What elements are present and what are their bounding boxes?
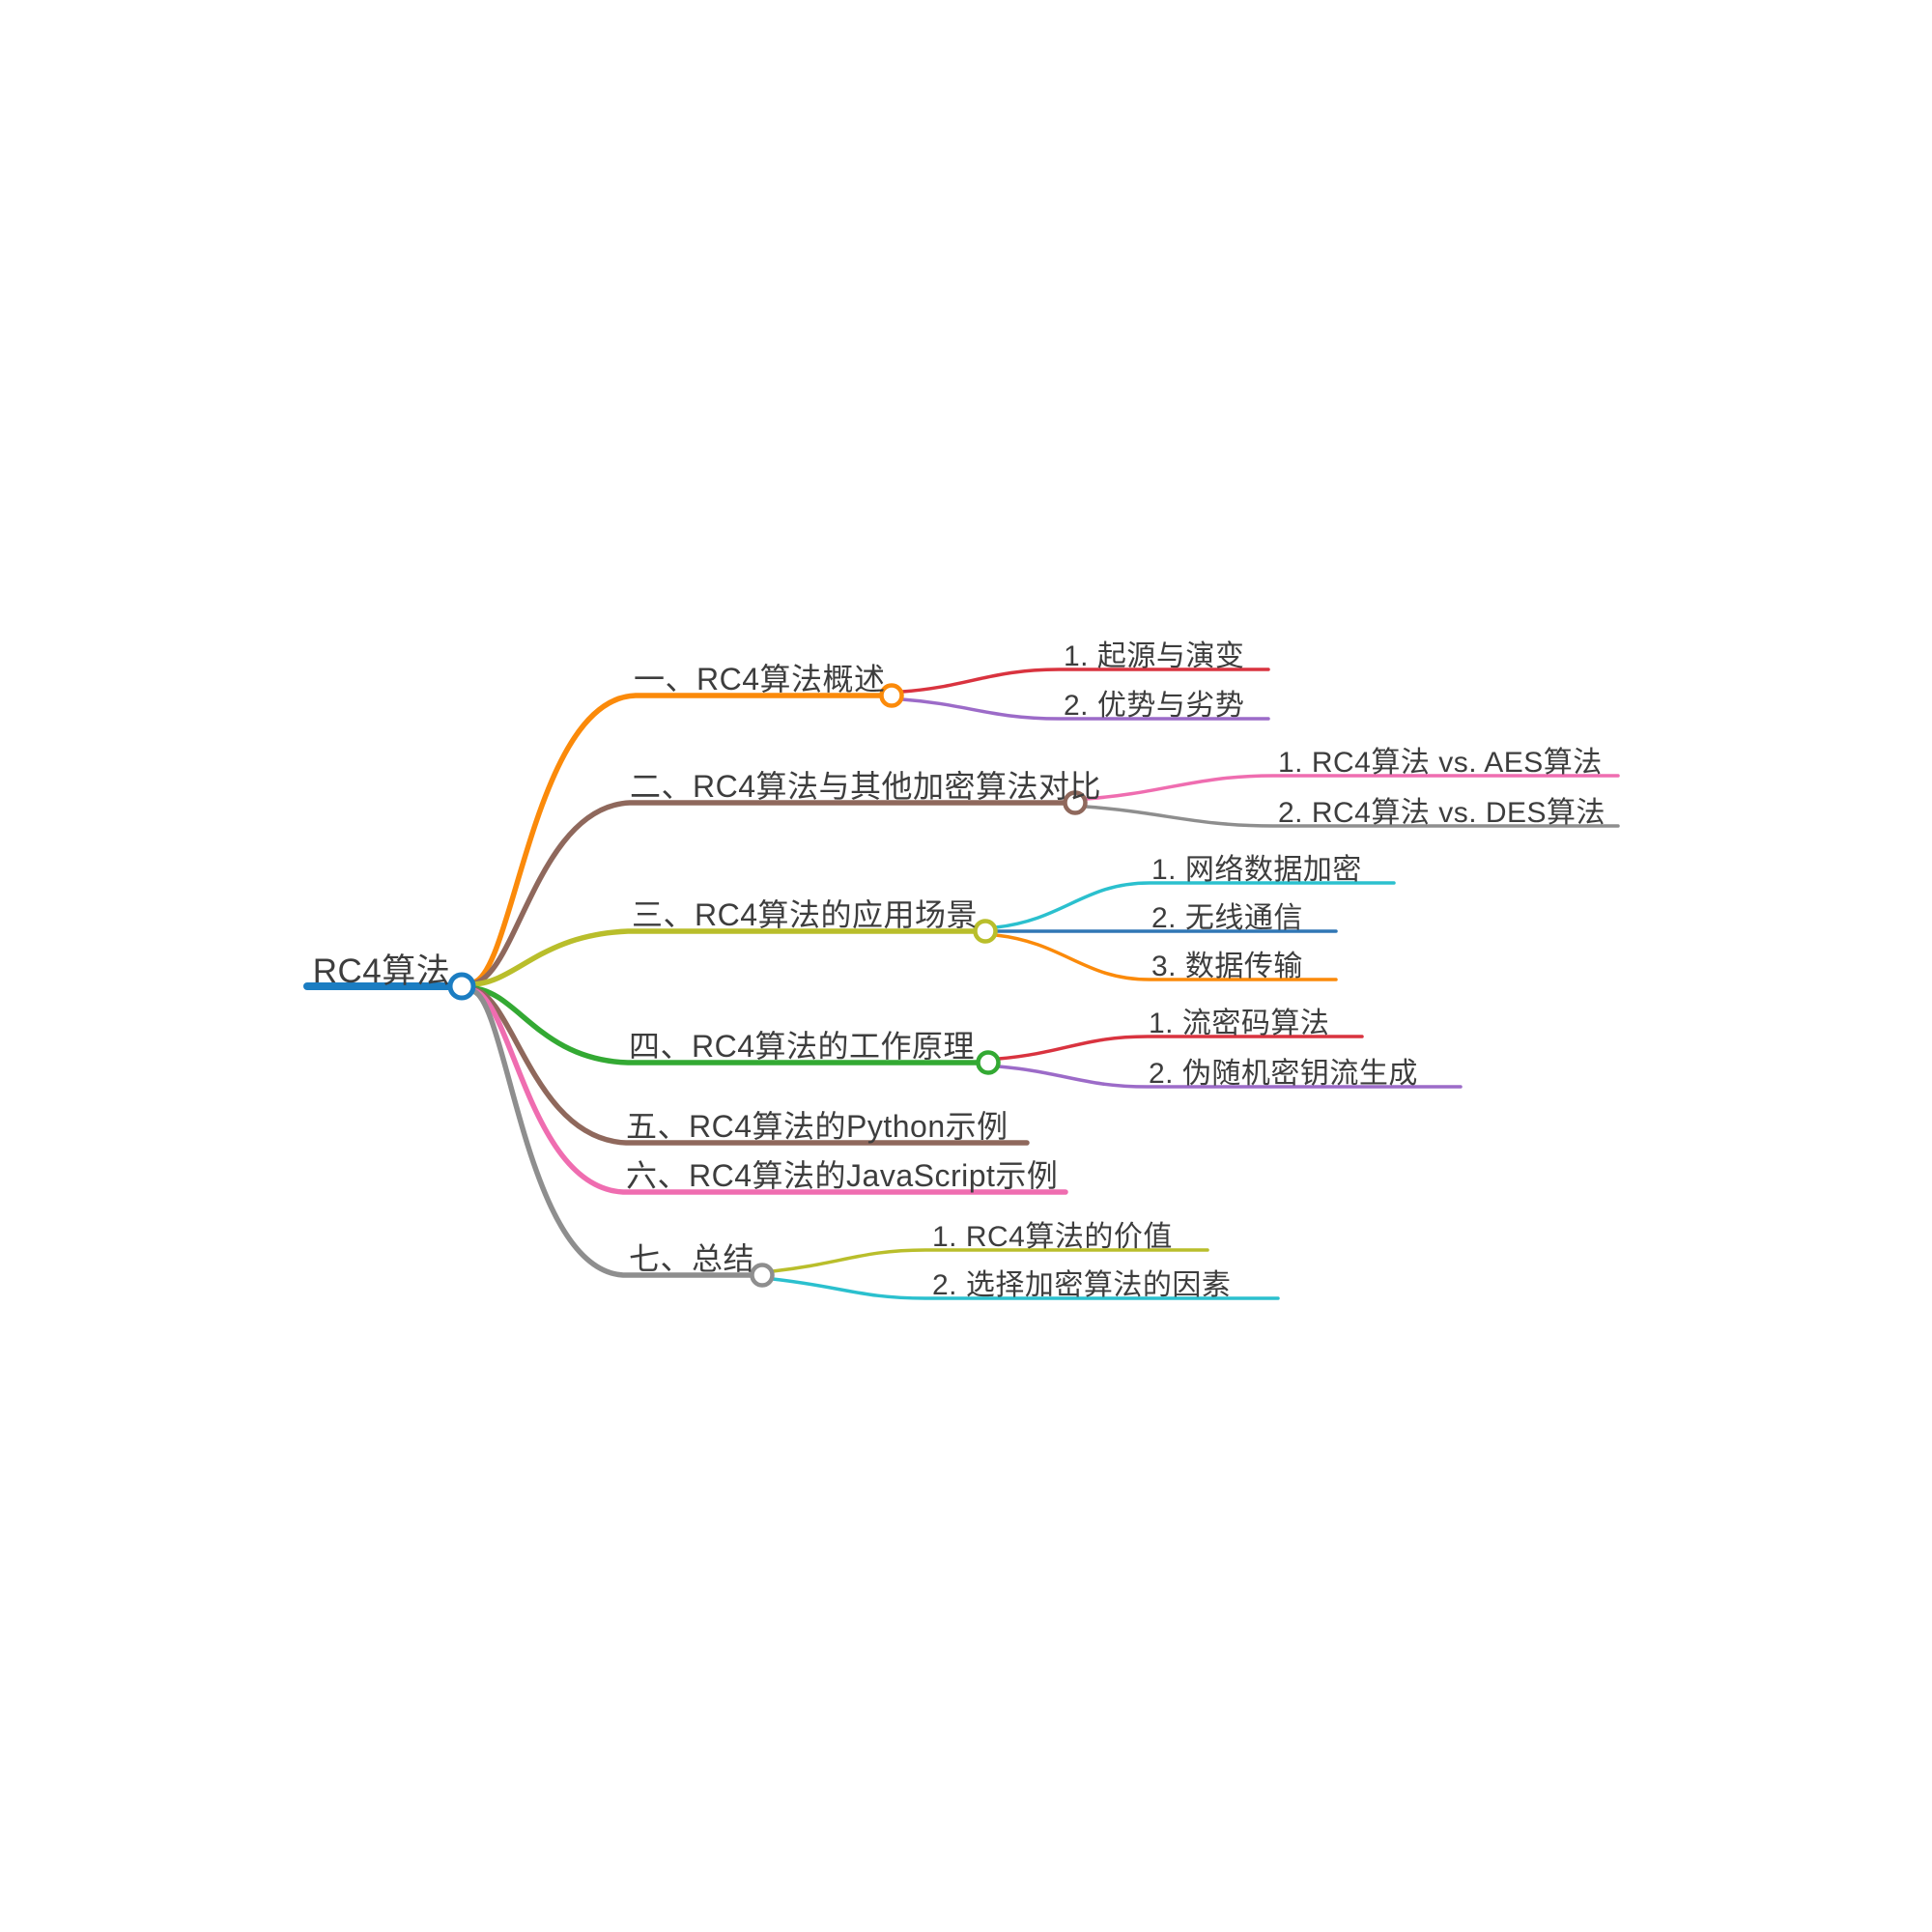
child-label-network-encryption[interactable]: 1. 网络数据加密 xyxy=(1151,854,1362,886)
child-label-wireless[interactable]: 2. 无线通信 xyxy=(1151,902,1303,934)
child-line-network-encryption xyxy=(994,881,1396,929)
branch-line-summary xyxy=(470,988,753,1278)
branch-line-comparison xyxy=(470,800,1066,986)
topic-label-overview[interactable]: 一、RC4算法概述 xyxy=(634,662,886,696)
topic-label-summary[interactable]: 七、总结 xyxy=(629,1241,755,1276)
child-label-vs-des[interactable]: 2. RC4算法 vs. DES算法 xyxy=(1278,797,1606,829)
child-line-rc4-value xyxy=(771,1248,1209,1273)
topic-label-javascript-example[interactable]: 六、RC4算法的JavaScript示例 xyxy=(626,1158,1059,1193)
root-topic-label[interactable]: RC4算法 xyxy=(312,952,451,990)
child-label-origin-evolution[interactable]: 1. 起源与演变 xyxy=(1064,640,1245,672)
child-label-rc4-value[interactable]: 1. RC4算法的价值 xyxy=(932,1221,1173,1253)
child-line-pros-cons xyxy=(900,697,1270,721)
child-label-stream-cipher[interactable]: 1. 流密码算法 xyxy=(1149,1008,1330,1039)
branch-line-applications xyxy=(470,928,977,987)
root-node-circle[interactable] xyxy=(447,972,476,1001)
child-label-choosing-factors[interactable]: 2. 选择加密算法的因素 xyxy=(932,1269,1232,1301)
child-line-data-transfer xyxy=(994,933,1338,981)
branch-line-overview xyxy=(470,693,883,985)
topic-label-principle[interactable]: 四、RC4算法的工作原理 xyxy=(629,1029,976,1064)
child-line-vs-des xyxy=(1084,805,1620,828)
topic-label-comparison[interactable]: 二、RC4算法与其他加密算法对比 xyxy=(630,769,1102,804)
child-line-choosing-factors xyxy=(771,1277,1280,1300)
topic-label-python-example[interactable]: 五、RC4算法的Python示例 xyxy=(626,1109,1009,1144)
node-circle-principle[interactable] xyxy=(976,1050,1001,1075)
child-label-vs-aes[interactable]: 1. RC4算法 vs. AES算法 xyxy=(1278,747,1603,779)
child-label-keystream[interactable]: 2. 伪随机密钥流生成 xyxy=(1149,1058,1418,1090)
node-circle-summary[interactable] xyxy=(750,1263,775,1288)
branch-line-python-example xyxy=(470,986,1030,1146)
child-line-stream-cipher xyxy=(997,1035,1364,1061)
node-circle-overview[interactable] xyxy=(879,683,904,708)
child-label-pros-cons[interactable]: 2. 优势与劣势 xyxy=(1064,690,1245,722)
branch-line-javascript-example xyxy=(470,987,1068,1195)
branch-line-principle xyxy=(470,985,980,1065)
child-line-vs-aes xyxy=(1084,774,1620,801)
child-label-data-transfer[interactable]: 3. 数据传输 xyxy=(1151,951,1303,982)
node-circle-applications[interactable] xyxy=(973,919,998,944)
child-line-keystream xyxy=(997,1065,1463,1089)
child-line-origin-evolution xyxy=(900,668,1270,694)
topic-label-applications[interactable]: 三、RC4算法的应用场景 xyxy=(632,897,979,932)
node-circle-comparison[interactable] xyxy=(1063,790,1088,815)
